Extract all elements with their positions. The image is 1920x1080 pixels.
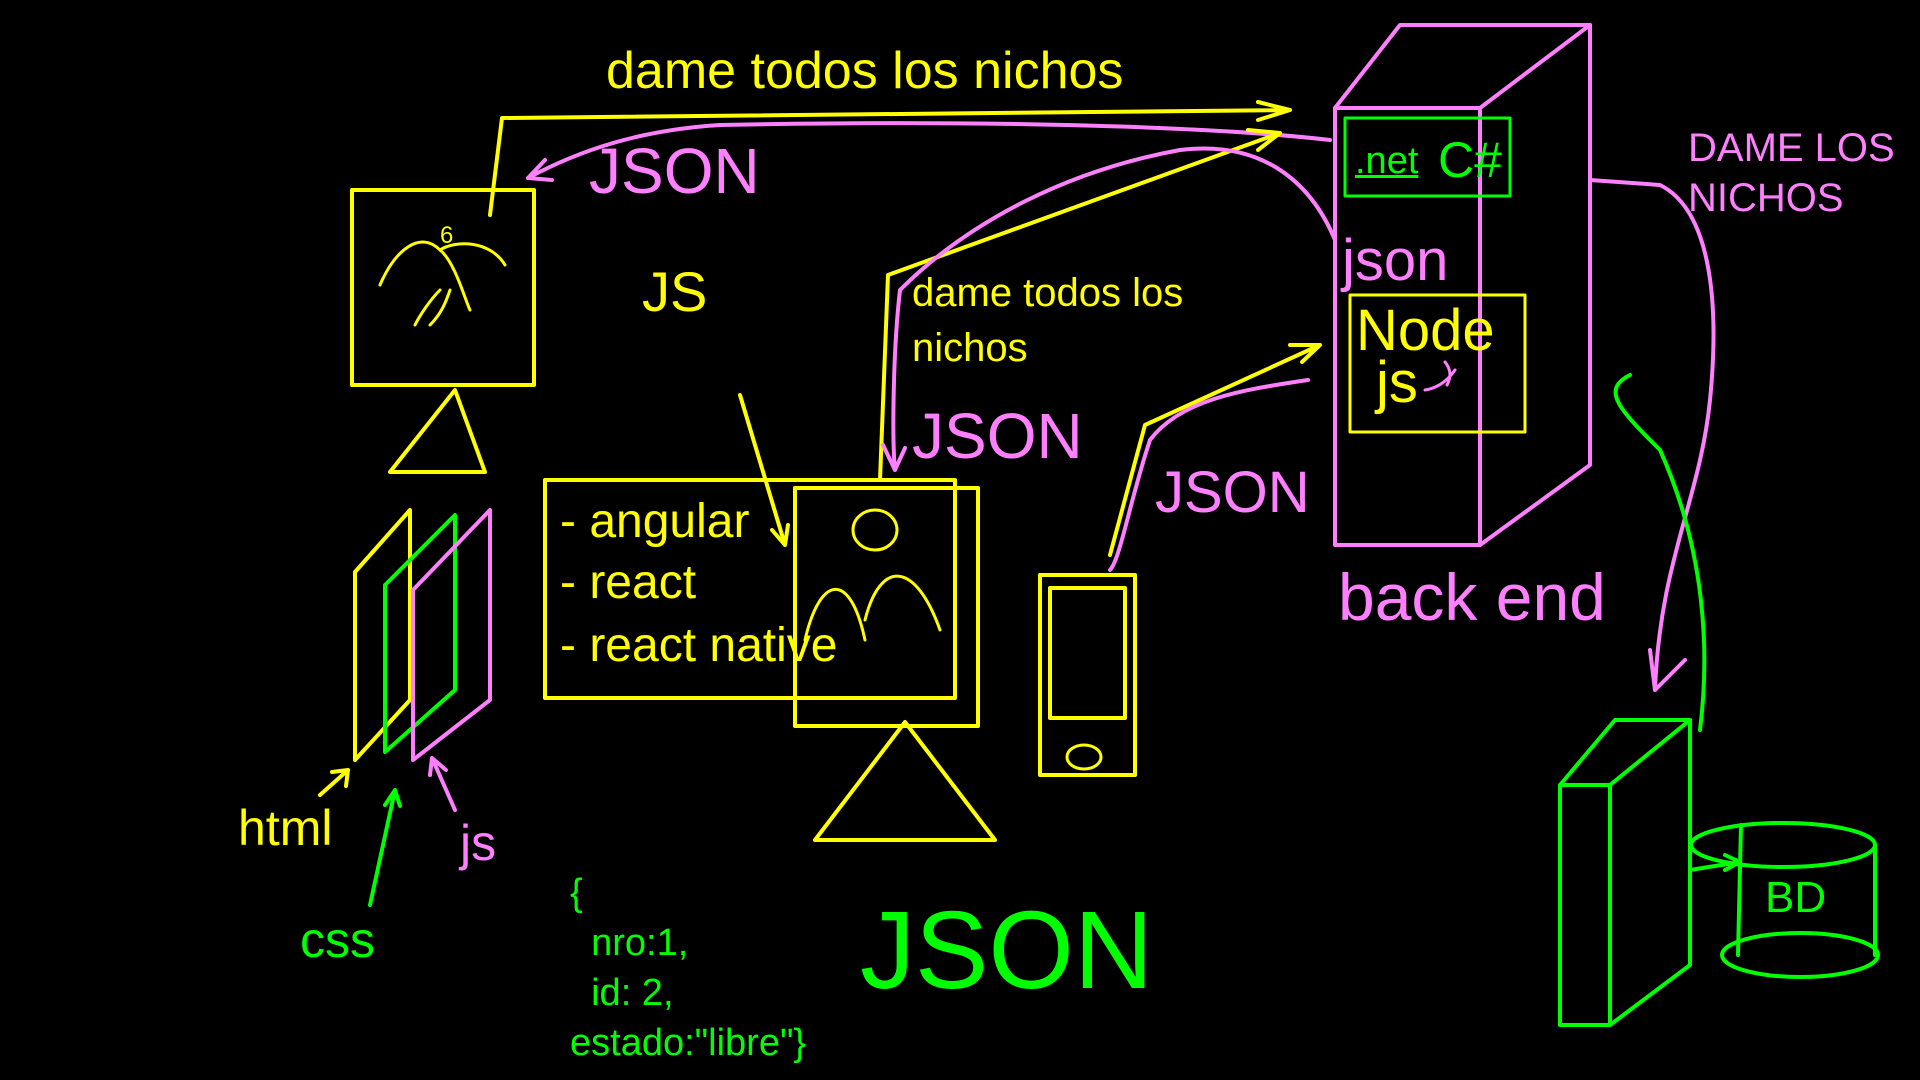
- db-server: [1558, 718, 1692, 1027]
- request-arrow-phone: [1108, 343, 1322, 557]
- json-example-line2: nro:1,: [570, 922, 689, 964]
- mobile-phone: [1038, 573, 1137, 777]
- node-box: [1348, 293, 1527, 434]
- squiggle-mark: [1423, 360, 1457, 392]
- label-css: css: [300, 912, 375, 968]
- layer-html-plane: [353, 508, 412, 762]
- label-json-big: JSON: [860, 889, 1154, 1012]
- dotnet-box: [1343, 116, 1512, 198]
- database-cylinder: [1689, 821, 1880, 979]
- json-arrow-top: [526, 121, 1332, 182]
- label-json-lower: json: [1342, 228, 1449, 293]
- label-csharp: C#: [1438, 132, 1502, 188]
- label-js-heading: JS: [642, 260, 708, 323]
- label-back-end: back end: [1338, 560, 1606, 634]
- label-json-mid: JSON: [912, 400, 1083, 472]
- framework-item-angular: - angular: [560, 495, 750, 548]
- framework-item-react-native: - react native: [560, 619, 838, 672]
- label-db-request-line1: DAME LOS: [1688, 126, 1895, 170]
- json-example-line1: {: [570, 872, 583, 914]
- request-arrow-top: [488, 100, 1292, 217]
- left-monitor: 6: [350, 188, 536, 474]
- frameworks-box: [543, 478, 957, 700]
- json-arrow-mid: [881, 146, 1337, 472]
- label-json-phone: JSON: [1155, 460, 1310, 525]
- css-arrow: [368, 788, 402, 907]
- label-request-mid-line1: dame todos los: [912, 271, 1184, 315]
- label-db: BD: [1765, 873, 1827, 922]
- label-db-request-line2: NICHOS: [1688, 176, 1844, 220]
- layer-js-plane: [411, 508, 492, 762]
- server-tower: [1333, 23, 1592, 547]
- center-monitor: [793, 486, 997, 842]
- label-dotnet: .net: [1355, 140, 1419, 182]
- label-node-line1: Node: [1356, 298, 1495, 363]
- label-request-mid-line2: nichos: [912, 326, 1028, 370]
- framework-item-react: - react: [560, 556, 697, 609]
- label-json-top: JSON: [589, 135, 760, 207]
- js-arrow: [428, 756, 457, 812]
- svg-text:6: 6: [440, 222, 453, 249]
- db-request-arrow: [1588, 178, 1716, 692]
- json-example-line3: id: 2,: [570, 972, 674, 1014]
- label-node-line2: js: [1376, 350, 1418, 415]
- json-arrow-phone: [1108, 378, 1310, 572]
- js-to-monitor-arrow: [738, 393, 790, 547]
- label-html: html: [238, 800, 333, 856]
- label-request-top: dame todos los nichos: [606, 42, 1124, 100]
- request-arrow-mid: [878, 128, 1282, 482]
- label-js-layer: js: [460, 815, 497, 871]
- layer-css-plane: [383, 513, 457, 754]
- html-arrow: [318, 768, 350, 797]
- json-example-line4: estado:"libre"}: [570, 1022, 807, 1064]
- db-response-arrow: [1613, 373, 1707, 732]
- server-to-db-arrow: [1688, 853, 1742, 872]
